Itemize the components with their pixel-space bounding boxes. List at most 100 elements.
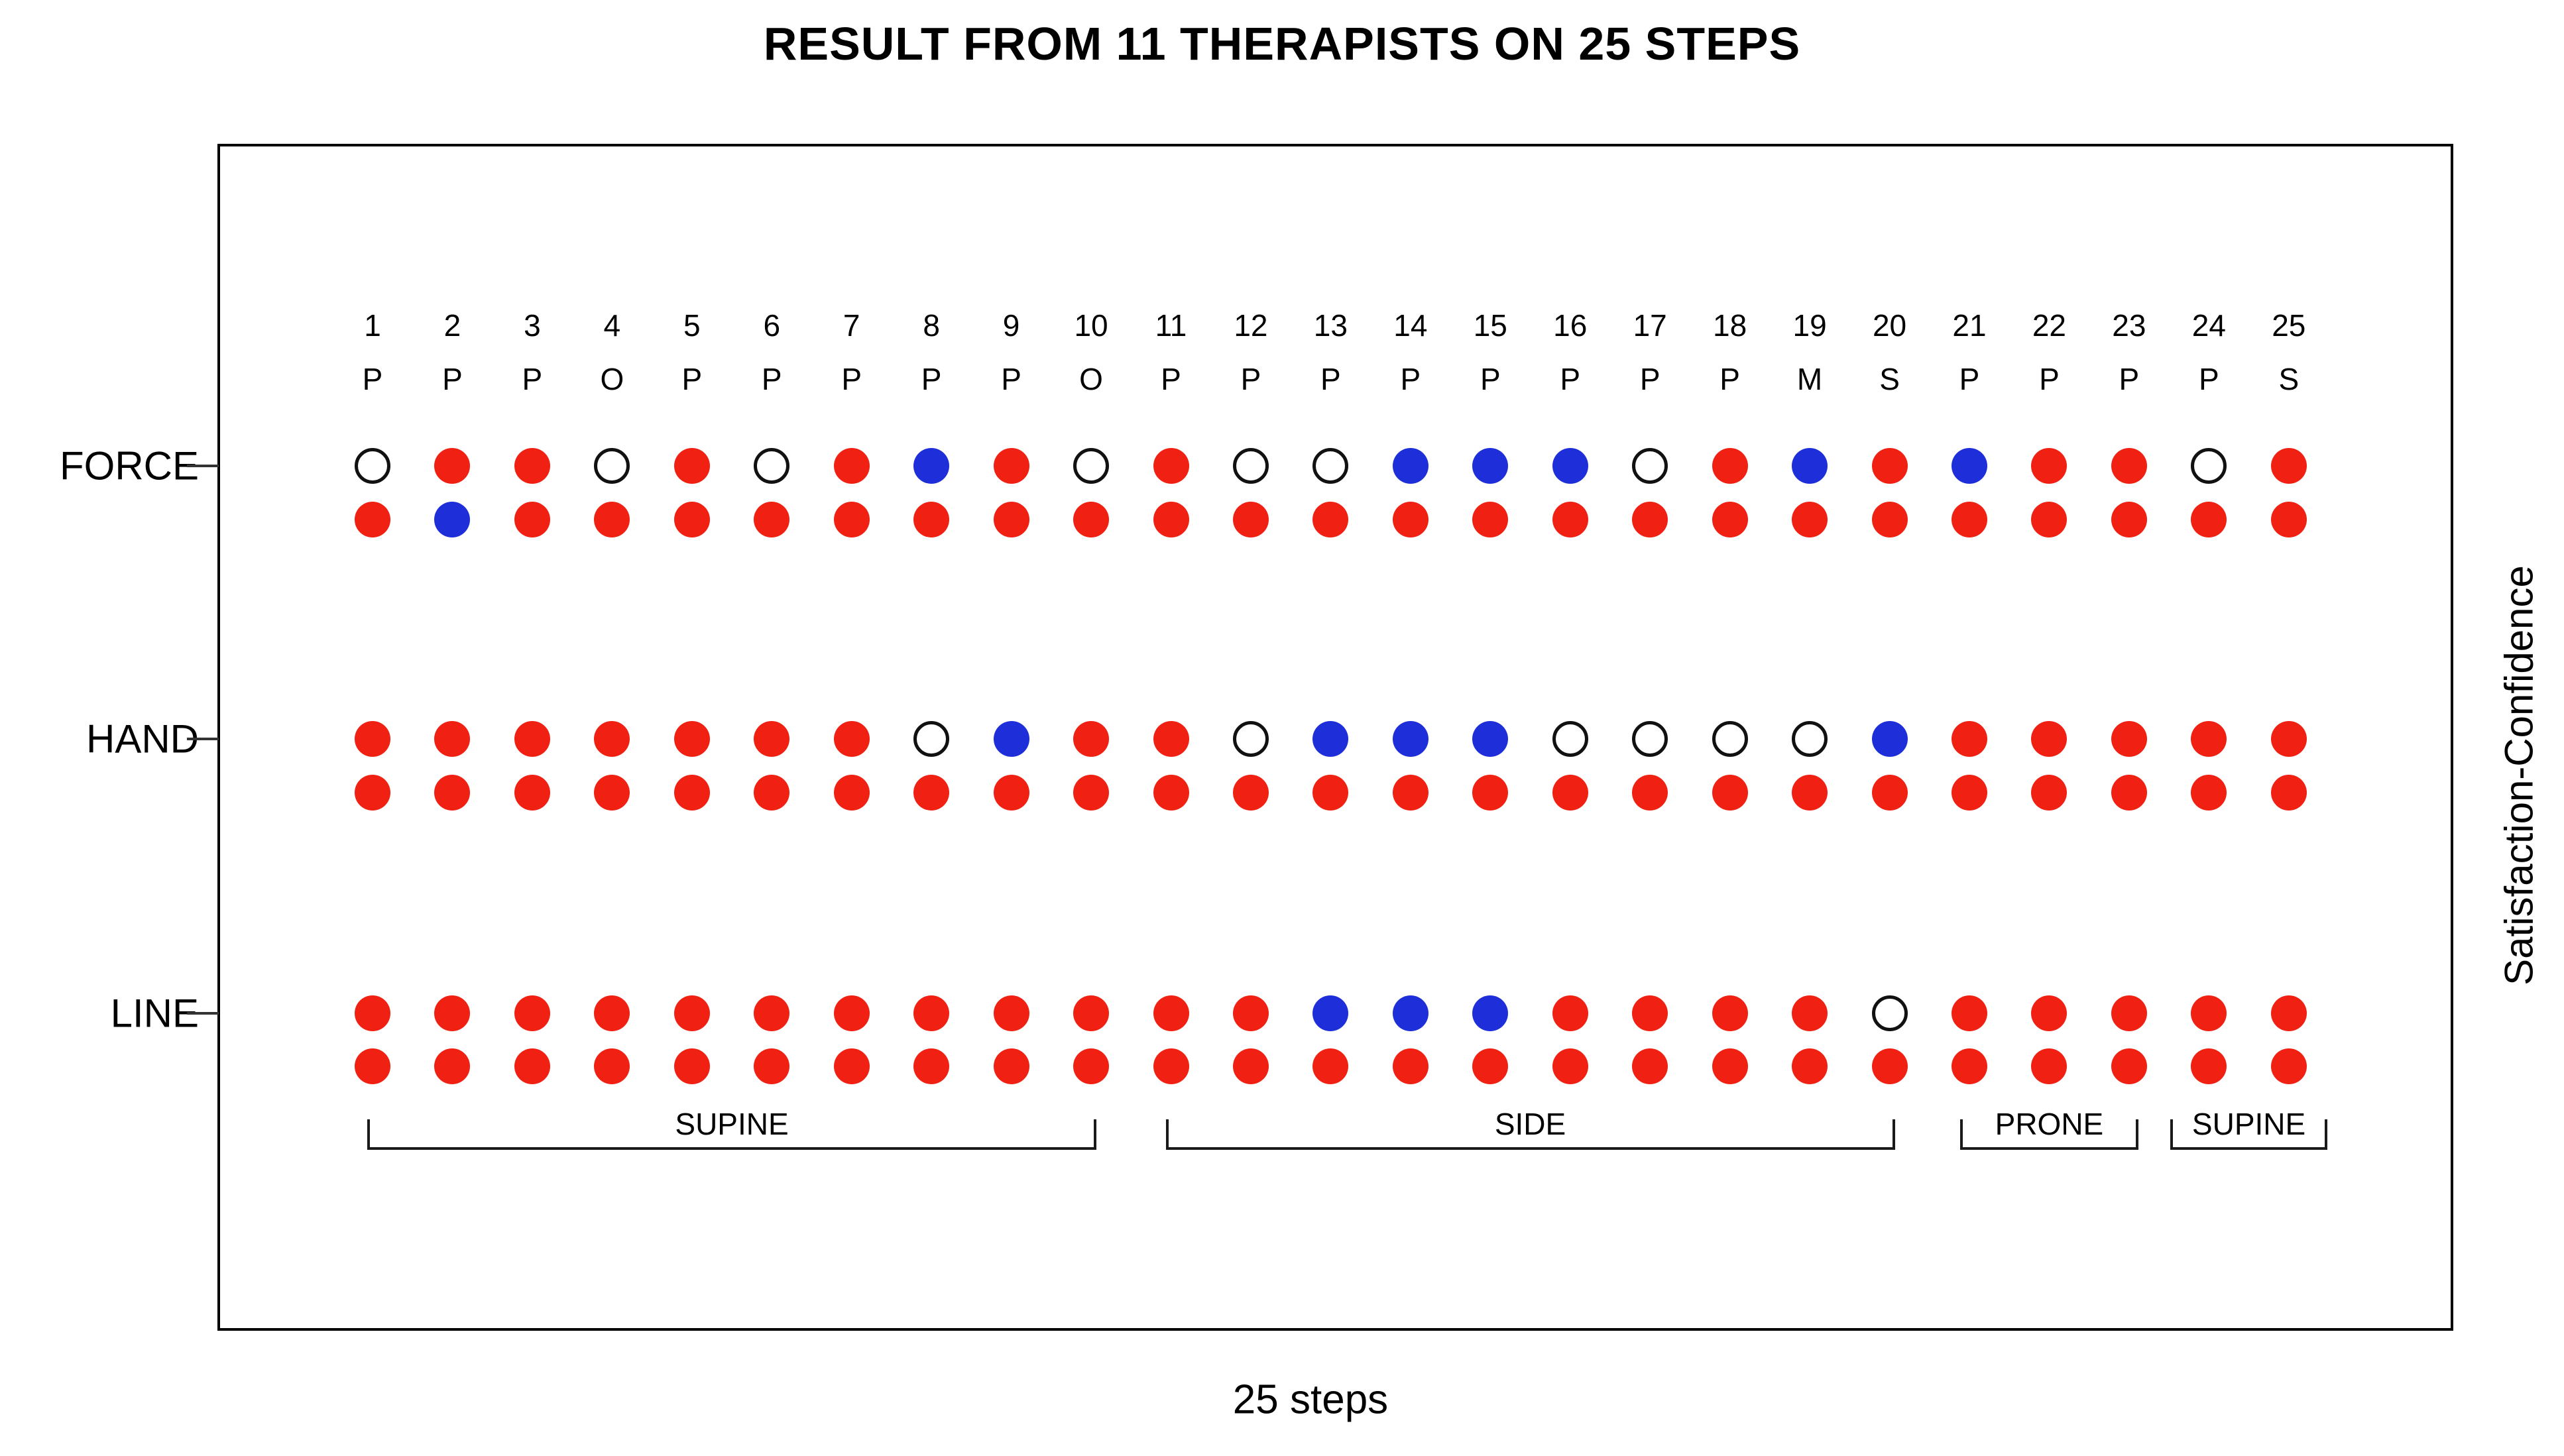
dot xyxy=(754,721,790,757)
step-position: P xyxy=(2119,362,2140,396)
bracket-tick xyxy=(1960,1119,1963,1150)
dot xyxy=(833,1048,870,1084)
dot xyxy=(1712,995,1748,1031)
dot xyxy=(1952,448,1987,484)
dot xyxy=(2031,721,2068,757)
step-position: P xyxy=(2039,362,2060,396)
dot xyxy=(1312,448,1349,484)
dot xyxy=(2270,995,2307,1031)
step-number: 20 xyxy=(1872,308,1907,343)
step-number: 11 xyxy=(1155,308,1187,343)
bracket-label: SUPINE xyxy=(2186,1106,2311,1142)
step-number: 2 xyxy=(443,308,461,343)
dot xyxy=(1871,995,1908,1031)
dot xyxy=(2031,448,2068,484)
dot xyxy=(1632,721,1668,757)
step-position: P xyxy=(1560,362,1581,396)
dot xyxy=(1632,448,1668,484)
dot xyxy=(1552,721,1588,757)
dot xyxy=(355,448,390,484)
dot xyxy=(1792,1048,1828,1084)
dot xyxy=(1472,995,1509,1031)
dot xyxy=(1552,1048,1588,1084)
dot xyxy=(1153,448,1189,484)
dot xyxy=(833,995,870,1031)
dot xyxy=(754,448,790,484)
dot xyxy=(355,775,390,811)
step-number: 19 xyxy=(1792,308,1827,343)
step-position: P xyxy=(1719,362,1740,396)
dot xyxy=(1712,721,1748,757)
dot xyxy=(1712,502,1748,537)
dot xyxy=(833,502,870,537)
step-position: O xyxy=(1079,362,1103,396)
dot xyxy=(673,1048,710,1084)
dot xyxy=(2111,721,2147,757)
dot xyxy=(1472,448,1509,484)
step-number: 14 xyxy=(1393,308,1428,343)
dot xyxy=(434,995,471,1031)
dot xyxy=(913,1048,950,1084)
dot xyxy=(1792,721,1828,757)
dot xyxy=(594,448,630,484)
dot xyxy=(1792,775,1828,811)
dot xyxy=(2191,775,2227,811)
bracket-tick xyxy=(1165,1119,1169,1150)
step-position: P xyxy=(921,362,942,396)
dot xyxy=(1232,502,1269,537)
bracket-tick xyxy=(2170,1119,2174,1150)
dot xyxy=(1392,1048,1428,1084)
dot xyxy=(1312,775,1349,811)
dot xyxy=(2191,448,2227,484)
dot xyxy=(833,775,870,811)
step-position: P xyxy=(841,362,862,396)
bracket-tick xyxy=(1892,1119,1895,1150)
axis-tick xyxy=(187,738,219,740)
dot xyxy=(1871,721,1908,757)
dot xyxy=(1232,775,1269,811)
dot xyxy=(1712,448,1748,484)
step-position: P xyxy=(522,362,543,396)
bracket-line xyxy=(2170,1147,2327,1150)
dot xyxy=(2031,775,2068,811)
dot xyxy=(355,995,390,1031)
dot xyxy=(434,1048,471,1084)
dot xyxy=(2191,1048,2227,1084)
dot xyxy=(514,721,550,757)
dot xyxy=(1312,721,1349,757)
dot xyxy=(514,775,550,811)
dot xyxy=(2111,775,2147,811)
bracket-tick xyxy=(2135,1119,2138,1150)
dot xyxy=(1312,995,1349,1031)
step-number: 24 xyxy=(2191,308,2226,343)
bracket-label: SUPINE xyxy=(670,1106,794,1142)
bracket-label: PRONE xyxy=(1989,1106,2109,1142)
step-position: P xyxy=(1240,362,1261,396)
step-number: 15 xyxy=(1473,308,1507,343)
dot xyxy=(594,995,630,1031)
step-position: P xyxy=(1480,362,1501,396)
dot xyxy=(1952,1048,1987,1084)
dot xyxy=(1073,995,1110,1031)
bracket-line xyxy=(367,1147,1097,1150)
bracket-tick xyxy=(367,1119,370,1150)
dot xyxy=(1632,1048,1668,1084)
dot xyxy=(993,1048,1029,1084)
dot xyxy=(1871,502,1908,537)
dot xyxy=(355,502,390,537)
plot-border xyxy=(217,144,2453,1331)
dot xyxy=(2111,995,2147,1031)
dot xyxy=(754,1048,790,1084)
dot xyxy=(1472,721,1509,757)
dot xyxy=(1792,448,1828,484)
dot xyxy=(1632,775,1668,811)
step-position: P xyxy=(1639,362,1661,396)
dot xyxy=(1871,775,1908,811)
dot xyxy=(1392,721,1428,757)
bracket-line xyxy=(1165,1147,1895,1150)
row-label: FORCE xyxy=(60,443,199,488)
dot xyxy=(1153,721,1189,757)
dot xyxy=(514,448,550,484)
axis-tick xyxy=(187,465,219,467)
